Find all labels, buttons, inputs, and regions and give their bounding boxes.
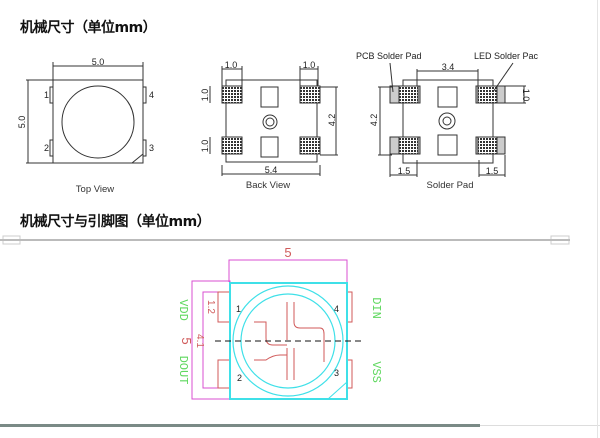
solder-pad-caption: Solder Pad — [426, 180, 473, 191]
pinout-inner-dim: 4.1 — [194, 334, 205, 348]
top-view-caption: Top View — [76, 184, 115, 195]
pin-name-vss: VSS — [369, 361, 383, 383]
pinout-drawing — [191, 259, 362, 400]
pinout-height-dim: 5 — [179, 337, 194, 344]
back-view-pad-height-bottom: 1.0 — [200, 140, 210, 153]
back-view-length: 5.4 — [265, 165, 278, 175]
pin-4-label: 4 — [334, 304, 339, 314]
pinout-width-dim: 5 — [284, 245, 291, 260]
pin-3-label: 3 — [334, 368, 339, 378]
top-view-pin-1: 1 — [44, 90, 49, 100]
pin-name-dout: DOUT — [176, 356, 190, 385]
back-view-pitch: 4.2 — [327, 114, 337, 127]
vertical-scrollbar[interactable] — [597, 0, 598, 438]
top-view-pin-4: 4 — [149, 90, 154, 100]
pin-2-label: 2 — [237, 373, 242, 383]
top-view-drawing — [26, 62, 147, 164]
back-view-caption: Back View — [246, 180, 290, 191]
pcb-solder-pad-label: PCB Solder Pad — [356, 51, 422, 61]
top-view-width-dim: 5.0 — [92, 57, 105, 67]
section-divider — [0, 239, 570, 241]
back-view-drawing — [209, 66, 338, 176]
pinout-pad-dim: 1.2 — [205, 300, 216, 314]
solder-pad-drawing — [378, 62, 526, 177]
led-solder-pad-label: LED Solder Pac — [474, 51, 539, 61]
top-view-height-dim: 5.0 — [17, 116, 27, 129]
horizontal-scrollbar[interactable] — [0, 424, 480, 427]
solder-pad-pitch: 4.2 — [369, 114, 379, 127]
pin-name-din: DIN — [369, 297, 383, 319]
section-title-dimensions: 机械尺寸（单位mm） — [20, 20, 157, 36]
solder-pad-len-left: 1.5 — [398, 166, 411, 176]
back-view-pad-width-right: 1.0 — [303, 60, 316, 70]
pin-name-vdd: VDD — [176, 299, 190, 321]
solder-pad-inner-span: 3.4 — [442, 62, 455, 72]
top-view-pin-3: 3 — [149, 143, 154, 153]
back-view-pad-width-left: 1.0 — [225, 60, 238, 70]
solder-pad-height: 1.0 — [521, 89, 531, 102]
back-view-pad-height-top: 1.0 — [200, 89, 210, 102]
pin-1-label: 1 — [236, 304, 241, 314]
top-view-pin-2: 2 — [44, 143, 49, 153]
section-title-pinout: 机械尺寸与引脚图（单位mm） — [20, 214, 211, 230]
solder-pad-len-right: 1.5 — [486, 166, 499, 176]
